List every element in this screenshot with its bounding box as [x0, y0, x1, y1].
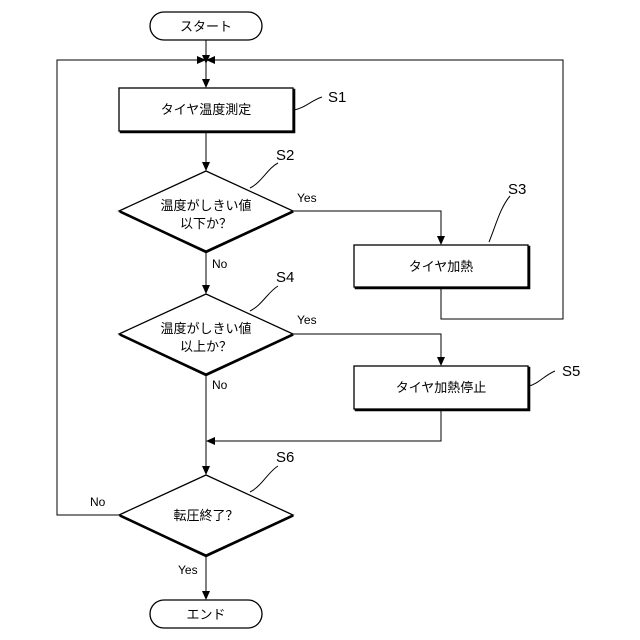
connector-s4-no-to-s6: No [202, 374, 228, 475]
s1-label: タイヤ温度測定 [161, 102, 252, 118]
connector-start-to-s1 [202, 40, 210, 88]
s6-step-number: S6 [276, 449, 294, 466]
s4-yes-label: Yes [297, 313, 317, 327]
s1-process-box: タイヤ温度測定 [119, 88, 294, 132]
s2-label-line1: 温度がしきい値 [160, 198, 251, 214]
end-terminal: エンド [150, 600, 262, 628]
s4-no-label: No [212, 378, 228, 392]
start-label: スタート [180, 20, 232, 35]
s4-label-line2: 以上か？ [180, 340, 232, 355]
end-label: エンド [186, 608, 225, 623]
s3-step-number: S3 [508, 181, 526, 198]
s4-step-number: S4 [276, 269, 294, 286]
s4-decision-diamond: 温度がしきい値 以上か？ [119, 294, 293, 375]
s2-step-callout: S2 [250, 147, 294, 188]
connector-s2-no-to-s4: No [202, 251, 228, 294]
s2-step-number: S2 [276, 147, 294, 164]
s5-step-number: S5 [562, 363, 580, 380]
s4-label-line1: 温度がしきい値 [160, 321, 251, 337]
s6-label: 転圧終了？ [173, 508, 238, 524]
s1-step-number: S1 [328, 89, 346, 106]
connector-s2-yes-to-s3: Yes [293, 191, 445, 245]
s6-yes-label: Yes [178, 563, 198, 577]
s6-decision-diamond: 転圧終了？ [119, 475, 293, 556]
s6-step-callout: S6 [250, 449, 294, 492]
s2-yes-label: Yes [297, 191, 317, 205]
connector-s6-yes-to-end: Yes [178, 555, 210, 600]
connector-s4-yes-to-s5: Yes [293, 313, 445, 366]
s5-step-callout: S5 [529, 363, 580, 386]
s2-decision-diamond: 温度がしきい値 以下か？ [119, 171, 293, 252]
s1-step-callout: S1 [294, 89, 346, 110]
s5-process-box: タイヤ加熱停止 [354, 366, 529, 410]
s3-step-callout: S3 [489, 181, 526, 242]
s2-label-line2: 以下か？ [180, 217, 232, 232]
s6-no-label: No [90, 495, 106, 509]
s3-process-box: タイヤ加熱 [354, 245, 529, 288]
s3-label: タイヤ加熱 [409, 260, 474, 275]
s4-step-callout: S4 [250, 269, 294, 311]
connector-s5-to-merge [206, 410, 441, 445]
start-terminal: スタート [150, 12, 262, 40]
s2-no-label: No [212, 257, 228, 271]
s5-label: タイヤ加熱停止 [396, 380, 487, 396]
connector-s1-to-s2 [202, 132, 210, 171]
